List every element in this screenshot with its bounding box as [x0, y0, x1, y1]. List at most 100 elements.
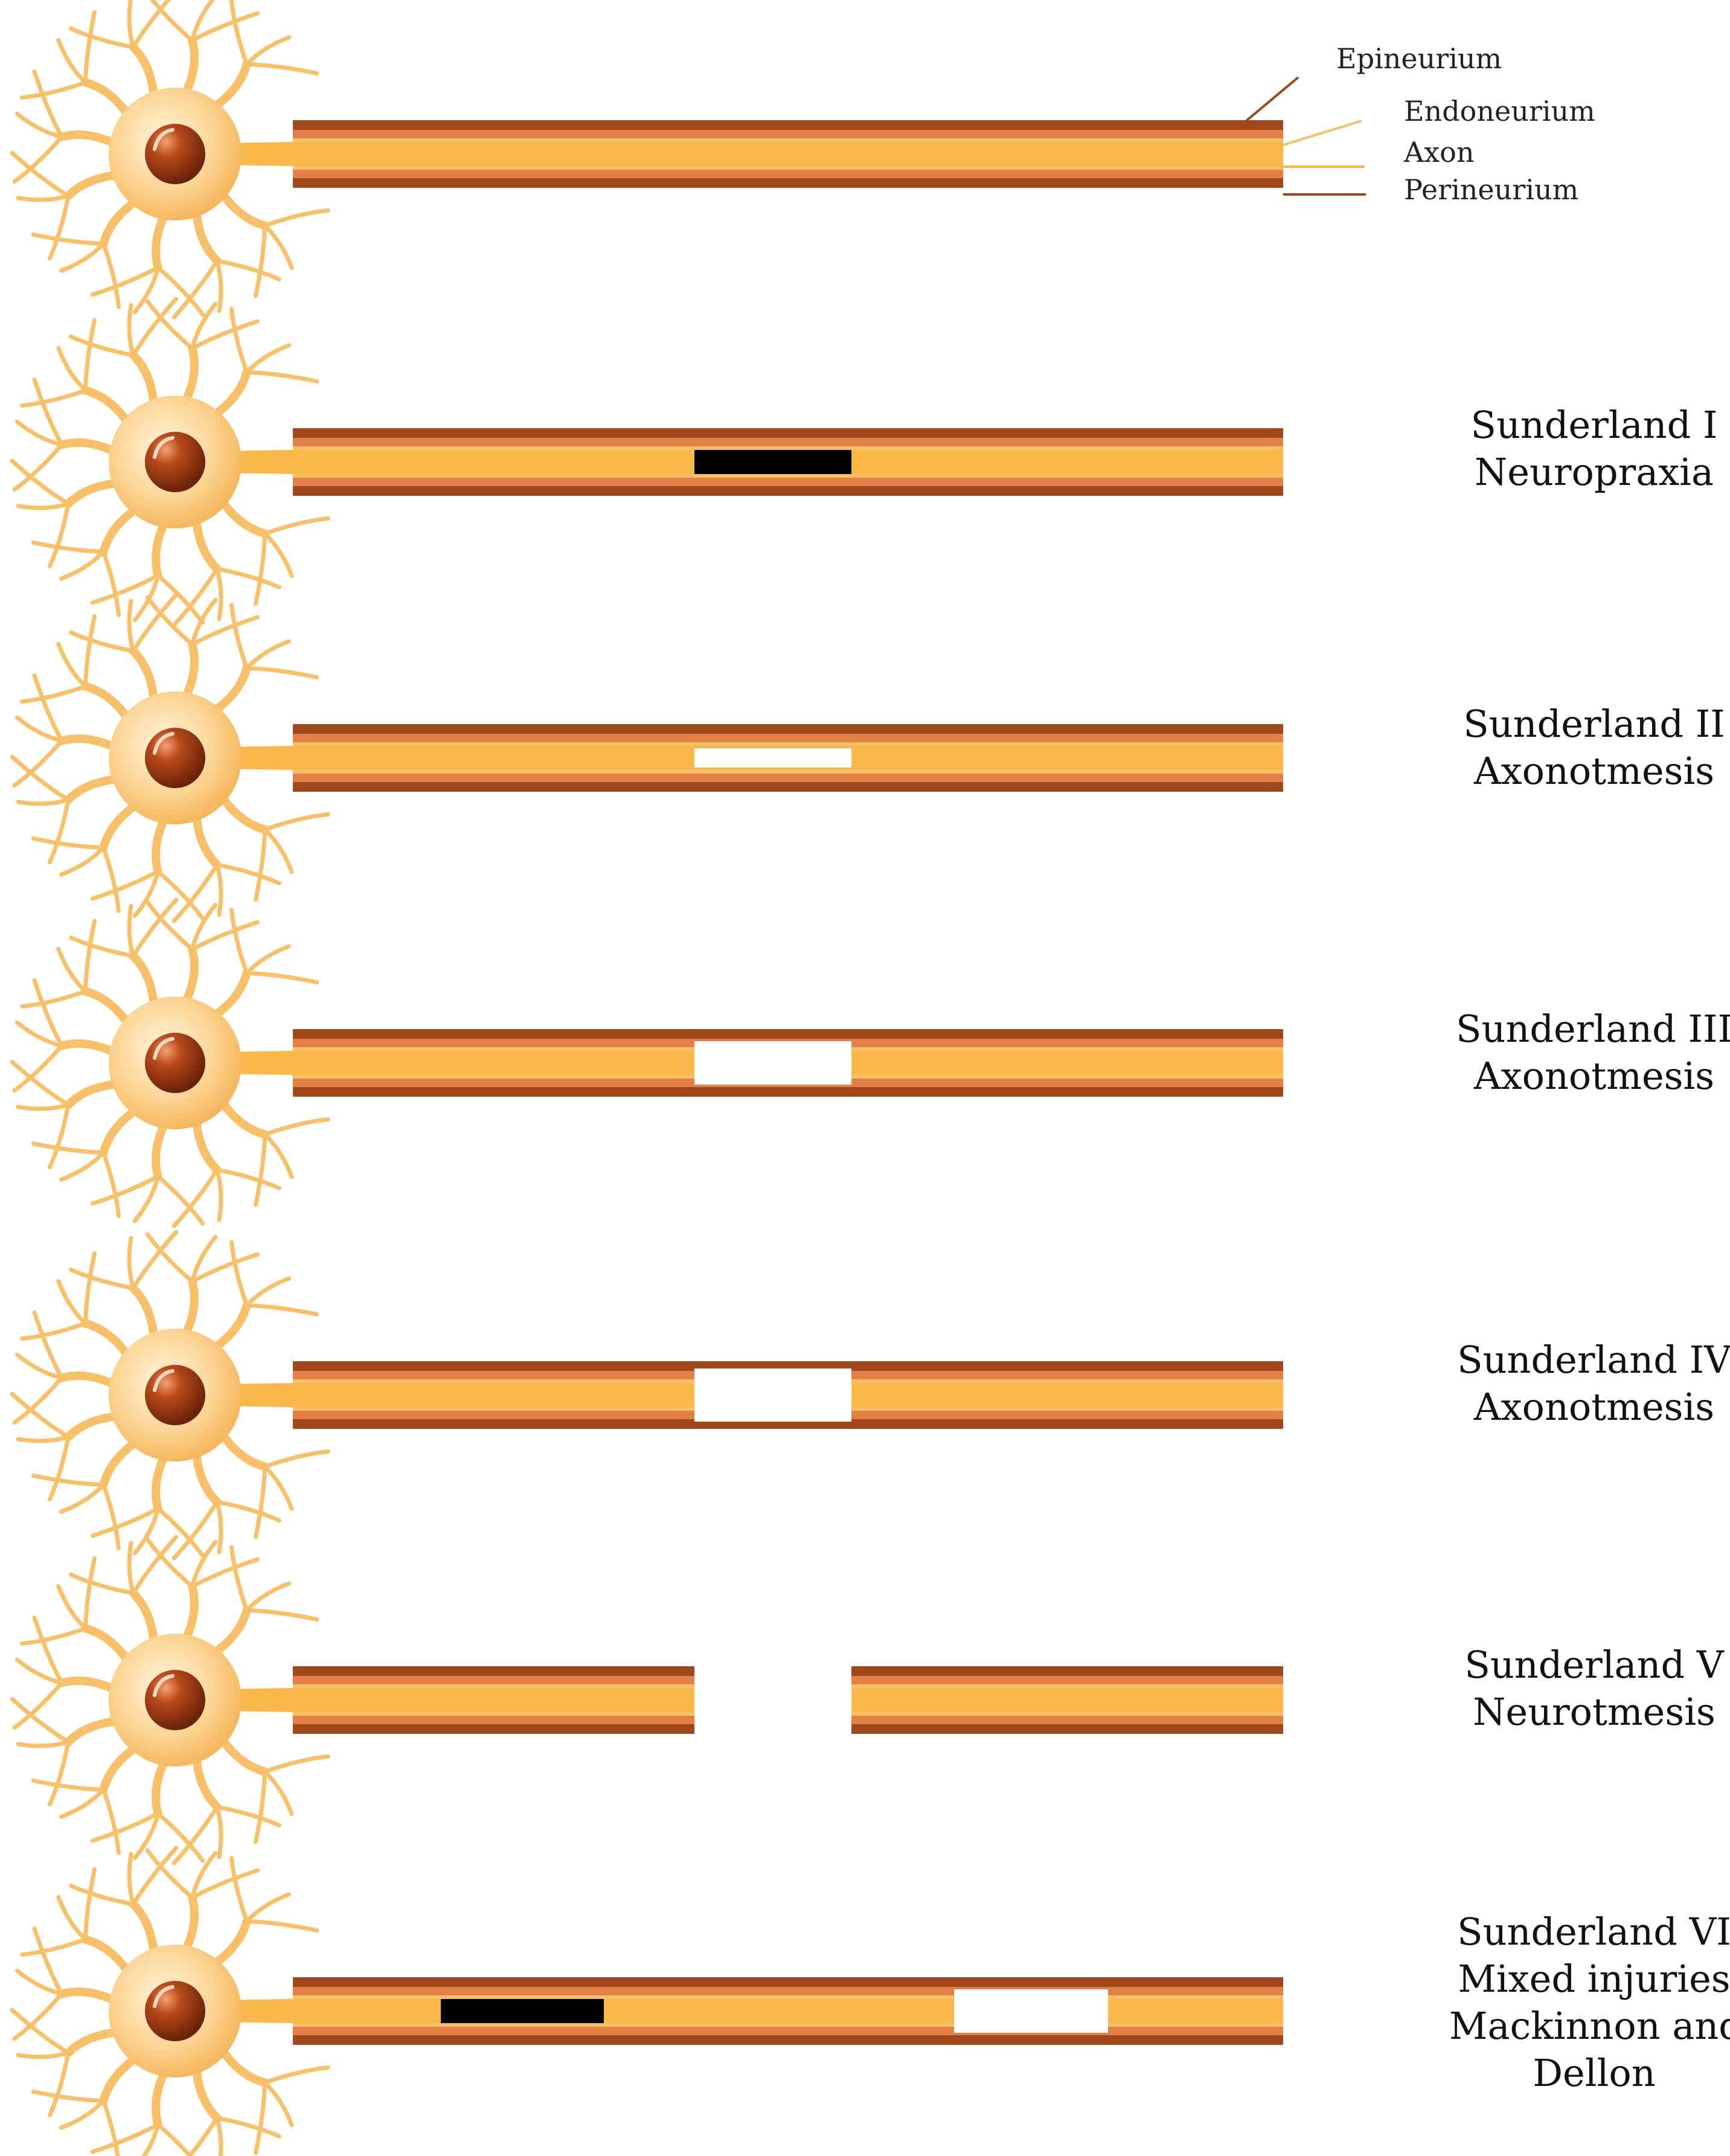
dendrite-twig [68, 935, 136, 958]
dendrite-twig [91, 869, 161, 901]
dendrite-twig [12, 443, 64, 492]
dendrite-twig [10, 1391, 71, 1439]
dendrite-twig [214, 566, 282, 590]
dendrite-twig [91, 573, 161, 605]
dendrite-twig [20, 1626, 88, 1646]
row-IV [10, 1230, 1283, 1561]
dendrite-twig [187, 2116, 219, 2156]
dendrites [10, 0, 330, 319]
grade-label-VI: Sunderland VI Mixed injuries Mackinnon a… [1449, 1908, 1730, 2097]
dendrite-twig [245, 1608, 319, 1622]
dendrite-twig [91, 1506, 161, 1538]
dendrite-twig [190, 1557, 260, 1589]
dendrite-twig [127, 598, 136, 653]
nucleus [145, 1365, 205, 1425]
dendrite-twig [131, 297, 179, 358]
dendrite-twig [263, 1117, 330, 1137]
dendrite-twig [214, 1500, 282, 1523]
dendrite-twig [59, 242, 106, 273]
dendrite-twig [32, 673, 64, 743]
dendrite-twig [132, 869, 161, 919]
dendrite-twig [83, 919, 97, 993]
dendrite-twig [171, 566, 219, 627]
dendrite-twig [190, 1252, 260, 1284]
dendrite-twig [47, 1739, 71, 1807]
dendrite-twig [171, 1500, 219, 1561]
nucleus-highlight [153, 1037, 175, 1060]
dendrite-twig [59, 550, 106, 581]
dendrite-twig [127, 1236, 136, 1291]
neuron-VI [10, 1846, 330, 2156]
dendrite-twig [47, 1434, 71, 1502]
axon-layer [293, 142, 1283, 166]
dendrite-twig [131, 592, 179, 653]
dendrite-twig [127, 1541, 136, 1596]
dendrite-twig [127, 1852, 136, 1907]
dendrite-twig [254, 1465, 268, 1539]
dendrite-twig [32, 1615, 64, 1686]
dendrite-twig [10, 754, 71, 802]
lesion-endoneurium-gap [694, 1041, 851, 1085]
leader-epineurium [1241, 76, 1299, 125]
dendrite-twig [190, 1539, 218, 1589]
dendrite-twig [68, 630, 136, 653]
dendrite-twig [190, 1850, 218, 1900]
dendrite-twig [10, 458, 71, 506]
dendrite-twig [56, 345, 88, 393]
dendrite-twig [263, 1754, 330, 1774]
dendrite-twig [14, 111, 64, 140]
dendrite-twig [171, 1167, 219, 1228]
dendrite-twig [47, 501, 71, 569]
dendrite-twig [16, 193, 71, 202]
dendrite-twig [91, 1811, 161, 1843]
dendrite-twig [145, 1537, 194, 1589]
dendrite-twig [245, 971, 319, 984]
nucleus-highlight [153, 128, 175, 151]
dendrite-twig [156, 2122, 193, 2156]
neuron-IV [10, 1230, 330, 1561]
row-III [10, 897, 1283, 1228]
dendrite-twig [32, 377, 64, 448]
dendrite-twig [12, 1044, 64, 1093]
neuron-III [10, 897, 330, 1228]
row-VI [10, 1846, 1283, 2156]
grade-label-III: Sunderland III Axonotmesis [1449, 1006, 1730, 1100]
dendrite-twig [214, 258, 223, 313]
dendrite-twig [12, 135, 64, 184]
dendrite-twig [101, 1150, 121, 1218]
nucleus [145, 1981, 205, 2041]
nucleus [145, 1670, 205, 1730]
dendrite-twig [171, 1805, 219, 1866]
dendrite-twig [263, 516, 330, 536]
dendrite-twig [91, 2122, 161, 2154]
dendrite-twig [190, 902, 218, 952]
dendrite-twig [56, 946, 88, 993]
nucleus-highlight [153, 436, 175, 459]
dendrite-twig [245, 1892, 292, 1923]
dendrite-twig [101, 1788, 121, 1855]
nerve-fiber-normal [293, 120, 1283, 188]
dendrite-twig [20, 80, 88, 100]
dendrite-twig [14, 1352, 64, 1381]
dendrite-twig [214, 1500, 223, 1554]
grade-III-name: Sunderland III [1456, 1007, 1730, 1051]
dendrites [10, 1230, 330, 1561]
grade-IV-name: Sunderland IV [1457, 1338, 1730, 1382]
grade-label-IV: Sunderland IV Axonotmesis [1449, 1336, 1730, 1431]
grade-VI-authors-1: Mackinnon and [1449, 2004, 1730, 2048]
dendrite-twig [263, 2081, 294, 2128]
layer-legend [1241, 76, 1366, 196]
dendrite-twig [101, 242, 121, 309]
dendrite-twig [56, 1583, 88, 1631]
dendrite-twig [245, 1581, 292, 1612]
dendrite-twig [131, 1230, 179, 1291]
dendrite-twig [16, 797, 71, 806]
dendrite-twig [14, 1968, 64, 1997]
dendrite-twig [12, 1681, 64, 1730]
dendrite-twig [56, 641, 88, 688]
dendrite-twig [214, 1167, 223, 1222]
dendrite-twig [156, 1506, 205, 1558]
dendrite-twig [156, 573, 205, 625]
dendrite-twig [32, 978, 64, 1048]
dendrite-twig [190, 615, 260, 647]
